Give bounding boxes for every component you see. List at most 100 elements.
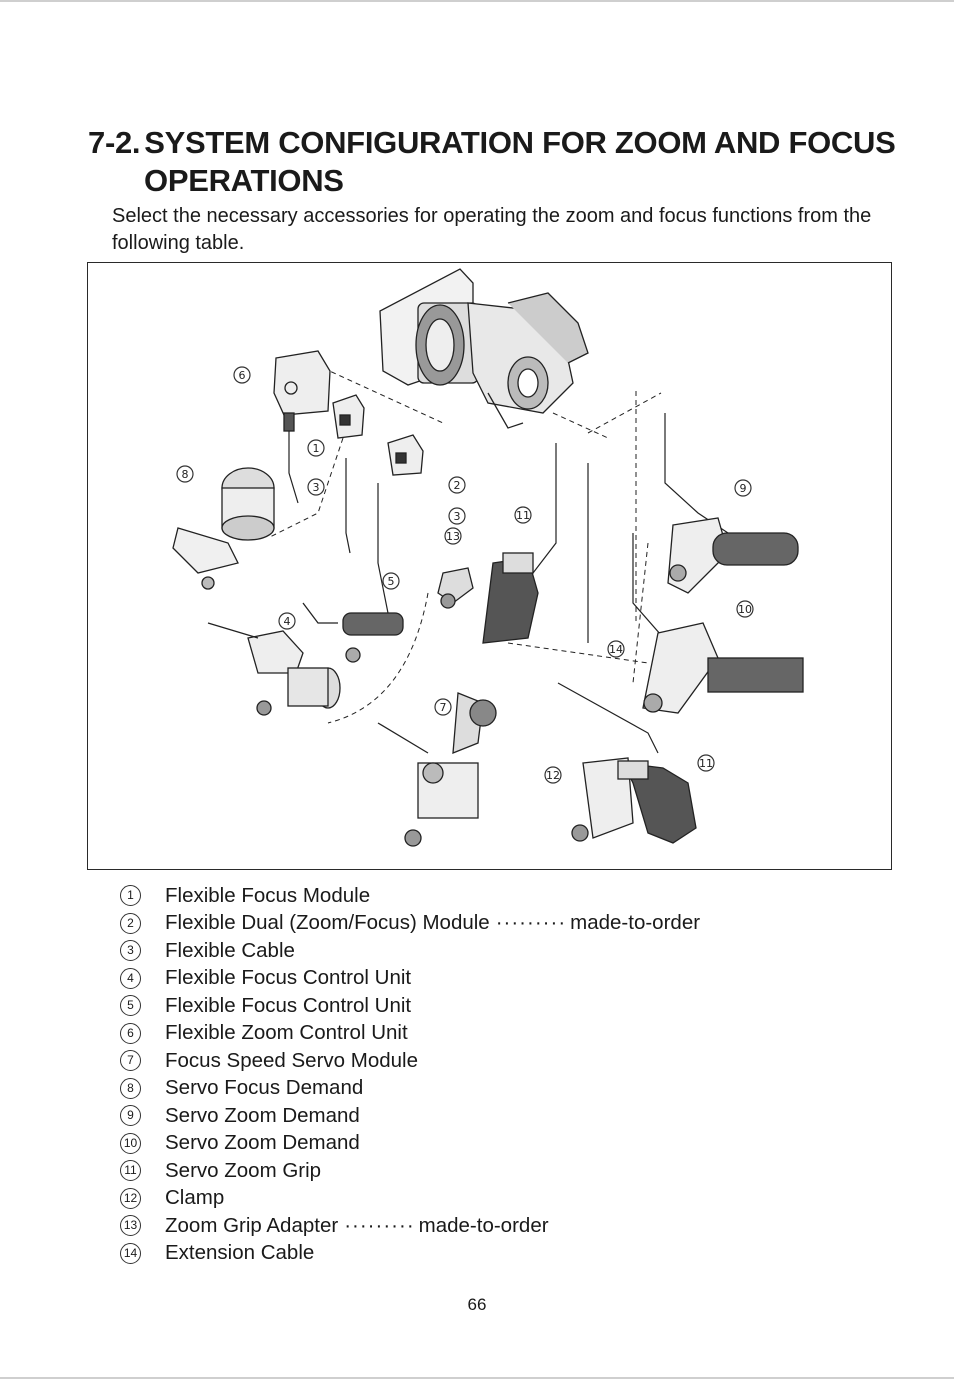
legend-label: Zoom Grip Adapter [165,1213,339,1237]
legend-item: 5 Flexible Focus Control Unit [118,992,818,1020]
focus-control-unit-4-illustration [207,622,341,716]
legend-item: 4 Flexible Focus Control Unit [118,965,818,993]
legend-number: 3 [120,940,141,962]
focus-control-unit-5-illustration [302,602,404,663]
svg-text:10: 10 [738,603,752,616]
legend-note: made-to-order [418,1213,549,1237]
svg-text:7: 7 [440,701,447,714]
legend-item: 8 Servo Focus Demand [118,1075,818,1103]
callout-5: 5 [382,572,400,590]
leader-dots: ········· [344,1213,415,1237]
callout-9: 9 [734,479,752,497]
legend-label: Flexible Cable [165,938,295,962]
legend-number: 9 [120,1105,141,1127]
leader-dots: ········· [495,911,567,935]
callout-7: 6 [233,366,251,384]
legend-number: 8 [120,1077,141,1099]
legend-label: Servo Zoom Demand [165,1131,360,1155]
legend-label: Flexible Zoom Control Unit [165,1021,408,1045]
svg-text:9: 9 [740,482,747,495]
callout-12: 12 [544,766,562,784]
legend-item: 11 Servo Zoom Grip [118,1157,818,1185]
legend-number: 14 [120,1242,141,1264]
legend-item: 2 Flexible Dual (Zoom/Focus) Module······… [118,910,818,938]
diagram-drawing: 6 1 8 3 2 3 11 13 9 5 4 10 14 7 12 11 [172,268,804,847]
svg-text:11: 11 [699,757,713,770]
servo-focus-demand-illustration [172,467,275,590]
lens-illustration [379,268,589,429]
callout-11-lower: 11 [697,754,715,772]
section-title-line2: OPERATIONS [144,163,344,198]
svg-text:8: 8 [182,468,189,481]
legend-number: 6 [120,1022,141,1044]
legend-number: 10 [120,1132,141,1154]
svg-text:4: 4 [284,615,291,628]
svg-text:14: 14 [609,643,623,656]
svg-text:2: 2 [454,479,461,492]
legend-label: Focus Speed Servo Module [165,1048,418,1072]
legend-number: 1 [120,885,141,907]
callout-8: 8 [176,465,194,483]
legend-number: 5 [120,995,141,1017]
legend-label: Flexible Focus Control Unit [165,966,412,990]
bottom-scan-edge [0,1377,954,1379]
servo-zoom-demand-10-illustration [642,622,804,714]
callout-10: 10 [736,600,754,618]
callout-2: 2 [448,476,466,494]
legend-label: Extension Cable [165,1241,315,1265]
legend-item: 14 Extension Cable [118,1240,818,1268]
svg-text:3: 3 [313,481,320,494]
callout-13: 13 [444,527,462,545]
legend-label: Servo Focus Demand [165,1076,364,1100]
callout-4: 4 [278,612,296,630]
legend-number: 12 [120,1187,141,1209]
svg-text:12: 12 [546,769,560,782]
svg-text:5: 5 [388,575,395,588]
legend-item: 9 Servo Zoom Demand [118,1102,818,1130]
legend-label: Flexible Dual (Zoom/Focus) Module [165,911,490,935]
callout-1: 1 [307,439,325,457]
legend-item: 3 Flexible Cable [118,937,818,965]
callout-3a: 3 [307,478,325,496]
svg-text:13: 13 [446,530,460,543]
legend-label: Servo Zoom Demand [165,1103,360,1127]
section-title-line1: SYSTEM CONFIGURATION FOR ZOOM AND FOCUS [144,125,896,160]
diagram-callouts: 6 1 8 3 2 3 11 13 9 5 4 10 14 7 12 11 [176,366,754,784]
legend-number: 7 [120,1050,141,1072]
legend-number: 2 [120,912,141,934]
legend-label: Clamp [165,1186,225,1210]
parts-legend: 1 Flexible Focus Module 2 Flexible Dual (Z… [118,882,818,1267]
zoom-control-unit-illustration [377,692,497,847]
legend-item: 12 Clamp [118,1185,818,1213]
legend-note: made-to-order [570,911,701,935]
page-number: 66 [467,1295,487,1314]
svg-text:6: 6 [239,369,246,382]
legend-number: 11 [120,1160,141,1182]
section-heading: 7-2.SYSTEM CONFIGURATION FOR ZOOM AND FO… [88,124,918,200]
zoom-grip-adapter-illustration [437,567,474,609]
legend-item: 6 Flexible Zoom Control Unit [118,1020,818,1048]
legend-number: 4 [120,967,141,989]
callout-14: 14 [607,640,625,658]
legend-item: 1 Flexible Focus Module [118,882,818,910]
focus-speed-servo-module-illustration [273,350,331,432]
clamp-and-lower-grip-illustration [571,757,697,844]
callout-6: 7 [434,698,452,716]
intro-paragraph: Select the necessary accessories for ope… [112,205,872,254]
svg-text:11: 11 [516,509,530,522]
svg-text:1: 1 [313,442,320,455]
callout-11-upper: 11 [514,506,532,524]
servo-zoom-demand-9-illustration [667,517,799,594]
legend-item: 10 Servo Zoom Demand [118,1130,818,1158]
servo-zoom-grip-upper-illustration [482,552,539,644]
legend-label: Flexible Focus Control Unit [165,993,412,1017]
svg-text:3: 3 [454,510,461,523]
system-configuration-diagram: 6 1 8 3 2 3 11 13 9 5 4 10 14 7 12 11 [87,262,892,870]
callout-3b: 3 [448,507,466,525]
legend-label: Flexible Focus Module [165,883,371,907]
legend-item: 7 Focus Speed Servo Module [118,1047,818,1075]
legend-item: 13 Zoom Grip Adapter·········made-to-orde… [118,1212,818,1240]
legend-number: 13 [120,1215,141,1237]
legend-label: Servo Zoom Grip [165,1158,322,1182]
top-scan-edge [0,0,954,2]
